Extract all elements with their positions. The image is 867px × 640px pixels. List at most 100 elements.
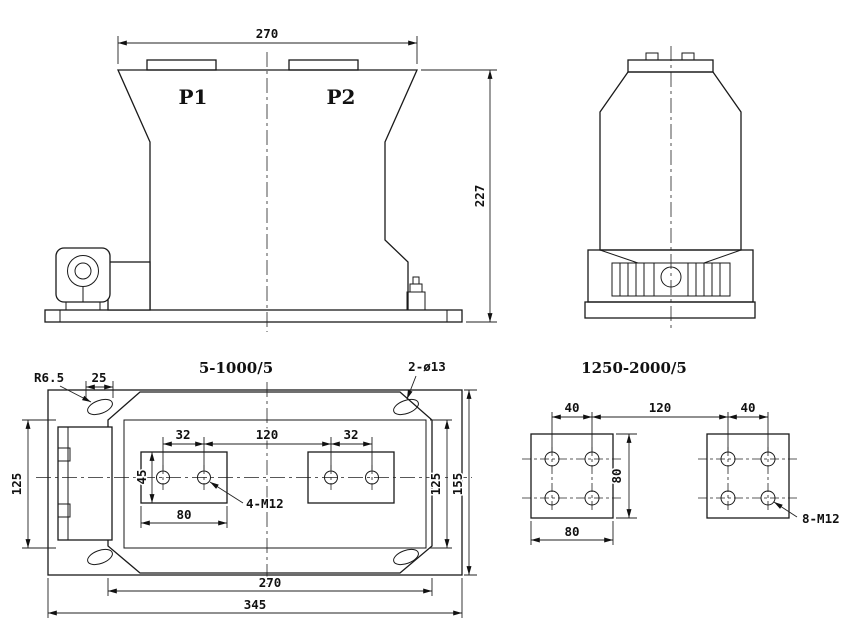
dim-345-label: 345 bbox=[244, 597, 267, 612]
dim-top-row: 40 120 40 bbox=[551, 399, 769, 452]
dim-corner-holes-label: 2-ø13 bbox=[408, 359, 446, 374]
dim-extension-lines bbox=[85, 381, 114, 398]
dim-plate-height-155: 155 bbox=[449, 389, 477, 576]
p2-label: P2 bbox=[327, 85, 356, 109]
plan-view: 5-1000/5 R6.5 bbox=[8, 358, 477, 618]
dim-offset-label: 25 bbox=[91, 370, 106, 385]
plate-column-centerlines bbox=[551, 447, 769, 510]
body-bottom-chamfer bbox=[599, 249, 742, 264]
mounting-slot-bottom-left bbox=[87, 548, 113, 566]
dim-radius-r65: R6.5 bbox=[33, 369, 92, 403]
dim-plate-width-345: 345 bbox=[47, 578, 463, 618]
base-plate bbox=[47, 389, 463, 576]
terminal-box-screw-top bbox=[57, 447, 71, 462]
front-view-outline bbox=[44, 52, 463, 332]
dim-plate-height-80: 80 bbox=[608, 433, 637, 519]
dim-45-label: 45 bbox=[134, 469, 149, 484]
dim-125-right-label: 125 bbox=[428, 473, 443, 496]
epoxy-body-outline bbox=[116, 69, 419, 310]
secondary-terminal-box bbox=[57, 426, 113, 541]
dim-extension-lines bbox=[421, 69, 497, 323]
terminal-pad-left bbox=[140, 451, 228, 504]
dim-corner-holes: 2-ø13 bbox=[406, 358, 447, 400]
base-plate bbox=[44, 309, 463, 323]
primary-terminal-p1 bbox=[146, 59, 217, 71]
bolt-hole bbox=[584, 490, 600, 506]
mounting-slot-top-left bbox=[87, 398, 113, 416]
p1-label: P1 bbox=[179, 85, 208, 109]
dim-32-left-label: 32 bbox=[175, 427, 190, 442]
leader-line bbox=[406, 375, 417, 400]
bolt-hole bbox=[720, 490, 736, 506]
dim-offset-25: 25 bbox=[85, 369, 114, 398]
dim-155-label: 155 bbox=[450, 473, 465, 496]
dim-120-label: 120 bbox=[256, 427, 279, 442]
label-pad-bolts: 4-M12 bbox=[209, 481, 285, 513]
pad-bolt-holes bbox=[156, 470, 379, 485]
label-plate-bolts: 8-M12 bbox=[773, 501, 841, 528]
base-plate-slot-marks bbox=[59, 310, 448, 322]
ground-terminal bbox=[406, 276, 426, 311]
dim-extension-lines bbox=[616, 433, 637, 519]
terminal-plates-view: 1250-2000/5 40 120 40 80 bbox=[522, 358, 841, 545]
pad-bolts-label: 4-M12 bbox=[246, 496, 284, 511]
terminal-plate-left bbox=[530, 433, 614, 519]
dim-radius-label: R6.5 bbox=[34, 370, 64, 385]
bolt-hole-centermarks bbox=[162, 465, 373, 490]
cable-gland-outer-ring bbox=[67, 255, 99, 287]
plate-bolts-label: 8-M12 bbox=[802, 511, 840, 526]
dim-body-width-270: 270 bbox=[107, 574, 433, 596]
plan-view-title: 5-1000/5 bbox=[199, 359, 273, 377]
leader-line bbox=[209, 481, 244, 504]
mounting-slot-top-right bbox=[393, 398, 419, 416]
bolt-hole bbox=[760, 490, 776, 506]
terminal-bumps bbox=[645, 52, 695, 61]
epoxy-body-outline bbox=[599, 71, 742, 251]
dim-pad-height-45: 45 bbox=[133, 452, 155, 503]
dim-32-right-label: 32 bbox=[343, 427, 358, 442]
terminal-block-fins bbox=[619, 263, 721, 296]
mounting-slot-bottom-right bbox=[393, 548, 419, 566]
dim-extension-lines bbox=[162, 437, 373, 470]
cable-gland-foot bbox=[65, 301, 101, 311]
dim-width-label: 270 bbox=[256, 26, 279, 41]
leader-line bbox=[59, 385, 92, 403]
dim-inner-125-left: 125 bbox=[8, 419, 56, 549]
dim-extension-lines bbox=[464, 389, 477, 576]
plate-row-centerlines bbox=[522, 458, 798, 499]
plate-bolt-holes bbox=[544, 451, 776, 506]
dim-plate-width-80: 80 bbox=[530, 521, 614, 545]
terminal-box-screw-bottom bbox=[57, 503, 71, 518]
primary-terminal bbox=[627, 59, 714, 73]
top-face-rect bbox=[123, 419, 427, 549]
dim-120-label: 120 bbox=[649, 400, 672, 415]
dim-80-width-label: 80 bbox=[564, 524, 579, 539]
base-plate bbox=[584, 301, 756, 319]
dim-125-left-label: 125 bbox=[9, 473, 24, 496]
dim-height-label: 227 bbox=[472, 185, 487, 208]
cable-gland-inner-ring bbox=[74, 262, 92, 280]
terminal-plate-right bbox=[706, 433, 790, 519]
front-view: P1 P2 270 227 bbox=[44, 25, 497, 332]
dim-extension-lines bbox=[22, 419, 56, 549]
ground-terminal-base bbox=[406, 291, 426, 311]
dim-80-height-label: 80 bbox=[609, 468, 624, 483]
dim-width-270: 270 bbox=[117, 25, 418, 64]
leader-line bbox=[773, 501, 798, 518]
dim-inner-125-right: 125 bbox=[427, 419, 452, 549]
dim-270-label: 270 bbox=[259, 575, 282, 590]
dim-40-right-label: 40 bbox=[740, 400, 755, 415]
dim-hole-pitch-row: 32 120 32 bbox=[162, 426, 373, 470]
dim-80-label: 80 bbox=[176, 507, 191, 522]
plan-view-outline bbox=[36, 382, 472, 584]
dim-pad-width-80: 80 bbox=[140, 506, 228, 528]
molded-body-octagon bbox=[107, 391, 433, 574]
primary-terminal-p2 bbox=[288, 59, 359, 71]
dim-40-left-label: 40 bbox=[564, 400, 579, 415]
lower-housing bbox=[587, 249, 754, 303]
side-view bbox=[584, 46, 756, 332]
secondary-terminal-box bbox=[107, 261, 151, 311]
dim-height-227: 227 bbox=[421, 69, 497, 323]
